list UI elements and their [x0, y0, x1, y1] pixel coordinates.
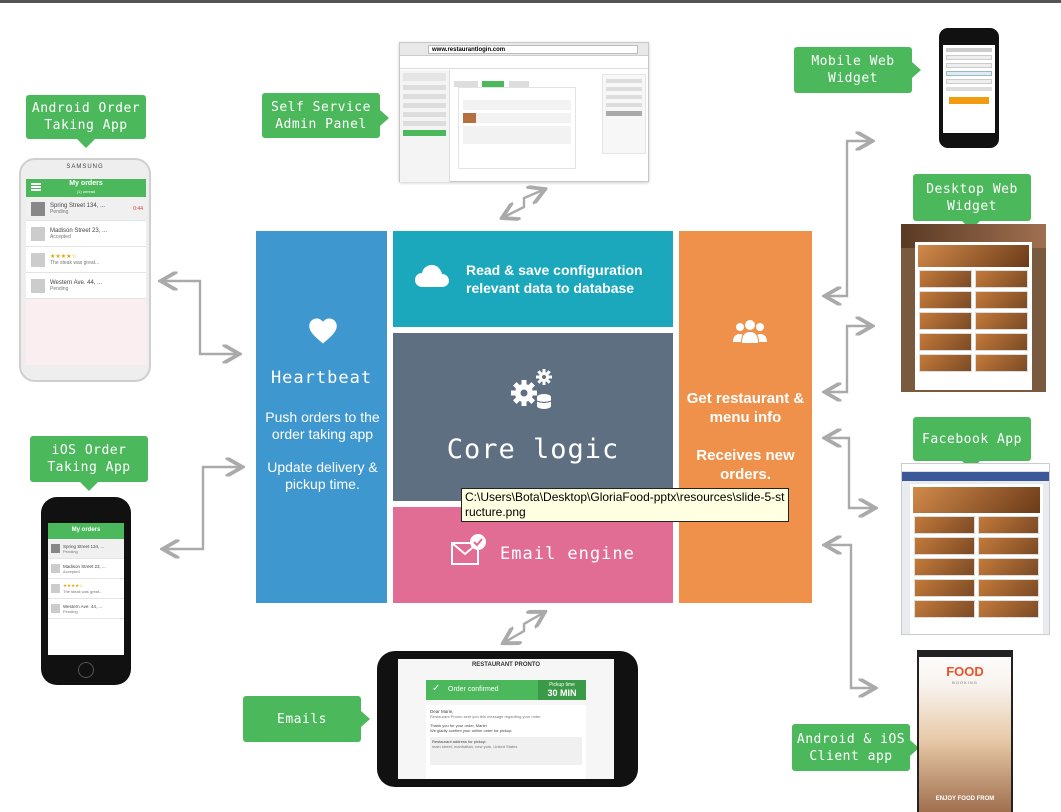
ios-title: My orders: [71, 527, 101, 533]
android-title: My orders: [69, 180, 103, 187]
restaurant-line-1: Get restaurant & menu info: [686, 390, 805, 426]
desktop-widget-screenshot: [901, 224, 1046, 392]
android-subtitle: (1) unread: [76, 189, 96, 194]
callout-mobile-web: Mobile Web Widget: [794, 47, 912, 93]
heartbeat-line-1: Push orders to the order taking app: [265, 409, 380, 442]
facebook-app-screenshot: [901, 463, 1050, 635]
mobile-widget-device: [939, 28, 999, 148]
client-app-screen: FOOD BOOKING ENJOY FOOD FROM: [917, 650, 1013, 812]
android-order-list: Spring Street 134, ...Pending 0:44 Madis…: [26, 197, 146, 299]
callout-client-app: Android & iOS Client app: [792, 724, 910, 771]
callout-ios-order: iOS Order Taking App: [30, 436, 148, 482]
ios-device: My orders Spring Street 134, ...Pending …: [41, 497, 131, 685]
users-icon: [733, 320, 767, 343]
database-text: Read & save configuration relevant data …: [466, 262, 643, 296]
browser-url-bar[interactable]: www.restaurantlogin.com: [428, 45, 638, 54]
email-engine-title: Email engine: [500, 544, 635, 564]
callout-android-order: Android Order Taking App: [26, 95, 146, 139]
list-item[interactable]: Spring Street 134, ...Pending 0:44: [26, 197, 146, 221]
email-engine-block: Email engine: [393, 507, 673, 603]
callout-facebook-app: Facebook App: [913, 417, 1031, 461]
core-logic-block: Core logic: [393, 333, 673, 501]
list-item[interactable]: Madison Street 23, ...Accepted: [48, 559, 124, 579]
cloud-icon: [415, 265, 449, 287]
list-item[interactable]: Western Ave. 44, ...Pending: [48, 599, 124, 619]
list-item[interactable]: Spring Street 134, ...Pending: [48, 539, 124, 559]
email-screen: RESTAURANT PRONTO ✓ Order confirmed Pick…: [398, 659, 614, 779]
admin-browser: www.restaurantlogin.com: [399, 42, 649, 182]
email-device: RESTAURANT PRONTO ✓ Order confirmed Pick…: [377, 651, 638, 787]
arrow-email-phone: [505, 613, 543, 642]
arrow-android-heartbeat: [163, 281, 237, 354]
home-button: [78, 662, 94, 678]
list-item[interactable]: Western Ave. 44, ...Pending: [26, 273, 146, 299]
arrow-ios-heartbeat: [165, 467, 240, 549]
heartbeat-block: Heartbeat Push orders to the order takin…: [256, 231, 387, 603]
core-logic-title: Core logic: [446, 434, 620, 465]
callout-desktop-web: Desktop Web Widget: [913, 174, 1031, 221]
heart-icon: [309, 318, 337, 344]
file-path-tooltip: C:\Users\Bota\Desktop\GloriaFood-pptx\re…: [461, 488, 789, 522]
check-icon: ✓: [432, 683, 441, 694]
arrow-facebook-app: [827, 438, 873, 508]
restaurant-line-2: Receives new orders.: [696, 447, 795, 483]
top-border: [0, 0, 1061, 3]
food-logo: FOOD: [946, 664, 984, 679]
callout-self-service: Self Service Admin Panel: [262, 93, 380, 138]
list-item[interactable]: ★★★★☆The steak was great...: [48, 579, 124, 599]
list-item[interactable]: Madison Street 23, ...Accepted: [26, 221, 146, 247]
arrow-desktop-widget: [827, 326, 870, 392]
gears-icon: [511, 369, 552, 409]
ios-screen: My orders Spring Street 134, ...Pending …: [48, 523, 124, 655]
menu-icon[interactable]: [31, 183, 41, 191]
list-item[interactable]: ★★★★☆The steak was great...: [26, 247, 146, 273]
restaurant-info-block: Get restaurant & menu info Receives new …: [679, 231, 812, 603]
arrow-client-app: [827, 545, 873, 688]
order-confirmed-banner: ✓ Order confirmed Pickup time 30 MIN: [426, 680, 586, 700]
android-device: SAMSUNG My orders (1) unread Spring Stre…: [19, 158, 151, 382]
email-check-icon: [451, 534, 486, 565]
database-block: Read & save configuration relevant data …: [393, 231, 673, 327]
heartbeat-line-2: Update delivery & pickup time.: [267, 459, 378, 492]
callout-emails: Emails: [243, 696, 361, 742]
android-screen: My orders (1) unread Spring Street 134, …: [26, 179, 146, 365]
arrow-mobile-widget: [827, 141, 870, 296]
heartbeat-title: Heartbeat: [270, 368, 373, 388]
device-brand: SAMSUNG: [66, 164, 104, 170]
arrow-admin-db: [504, 190, 543, 217]
email-header: RESTAURANT PRONTO: [471, 662, 541, 668]
